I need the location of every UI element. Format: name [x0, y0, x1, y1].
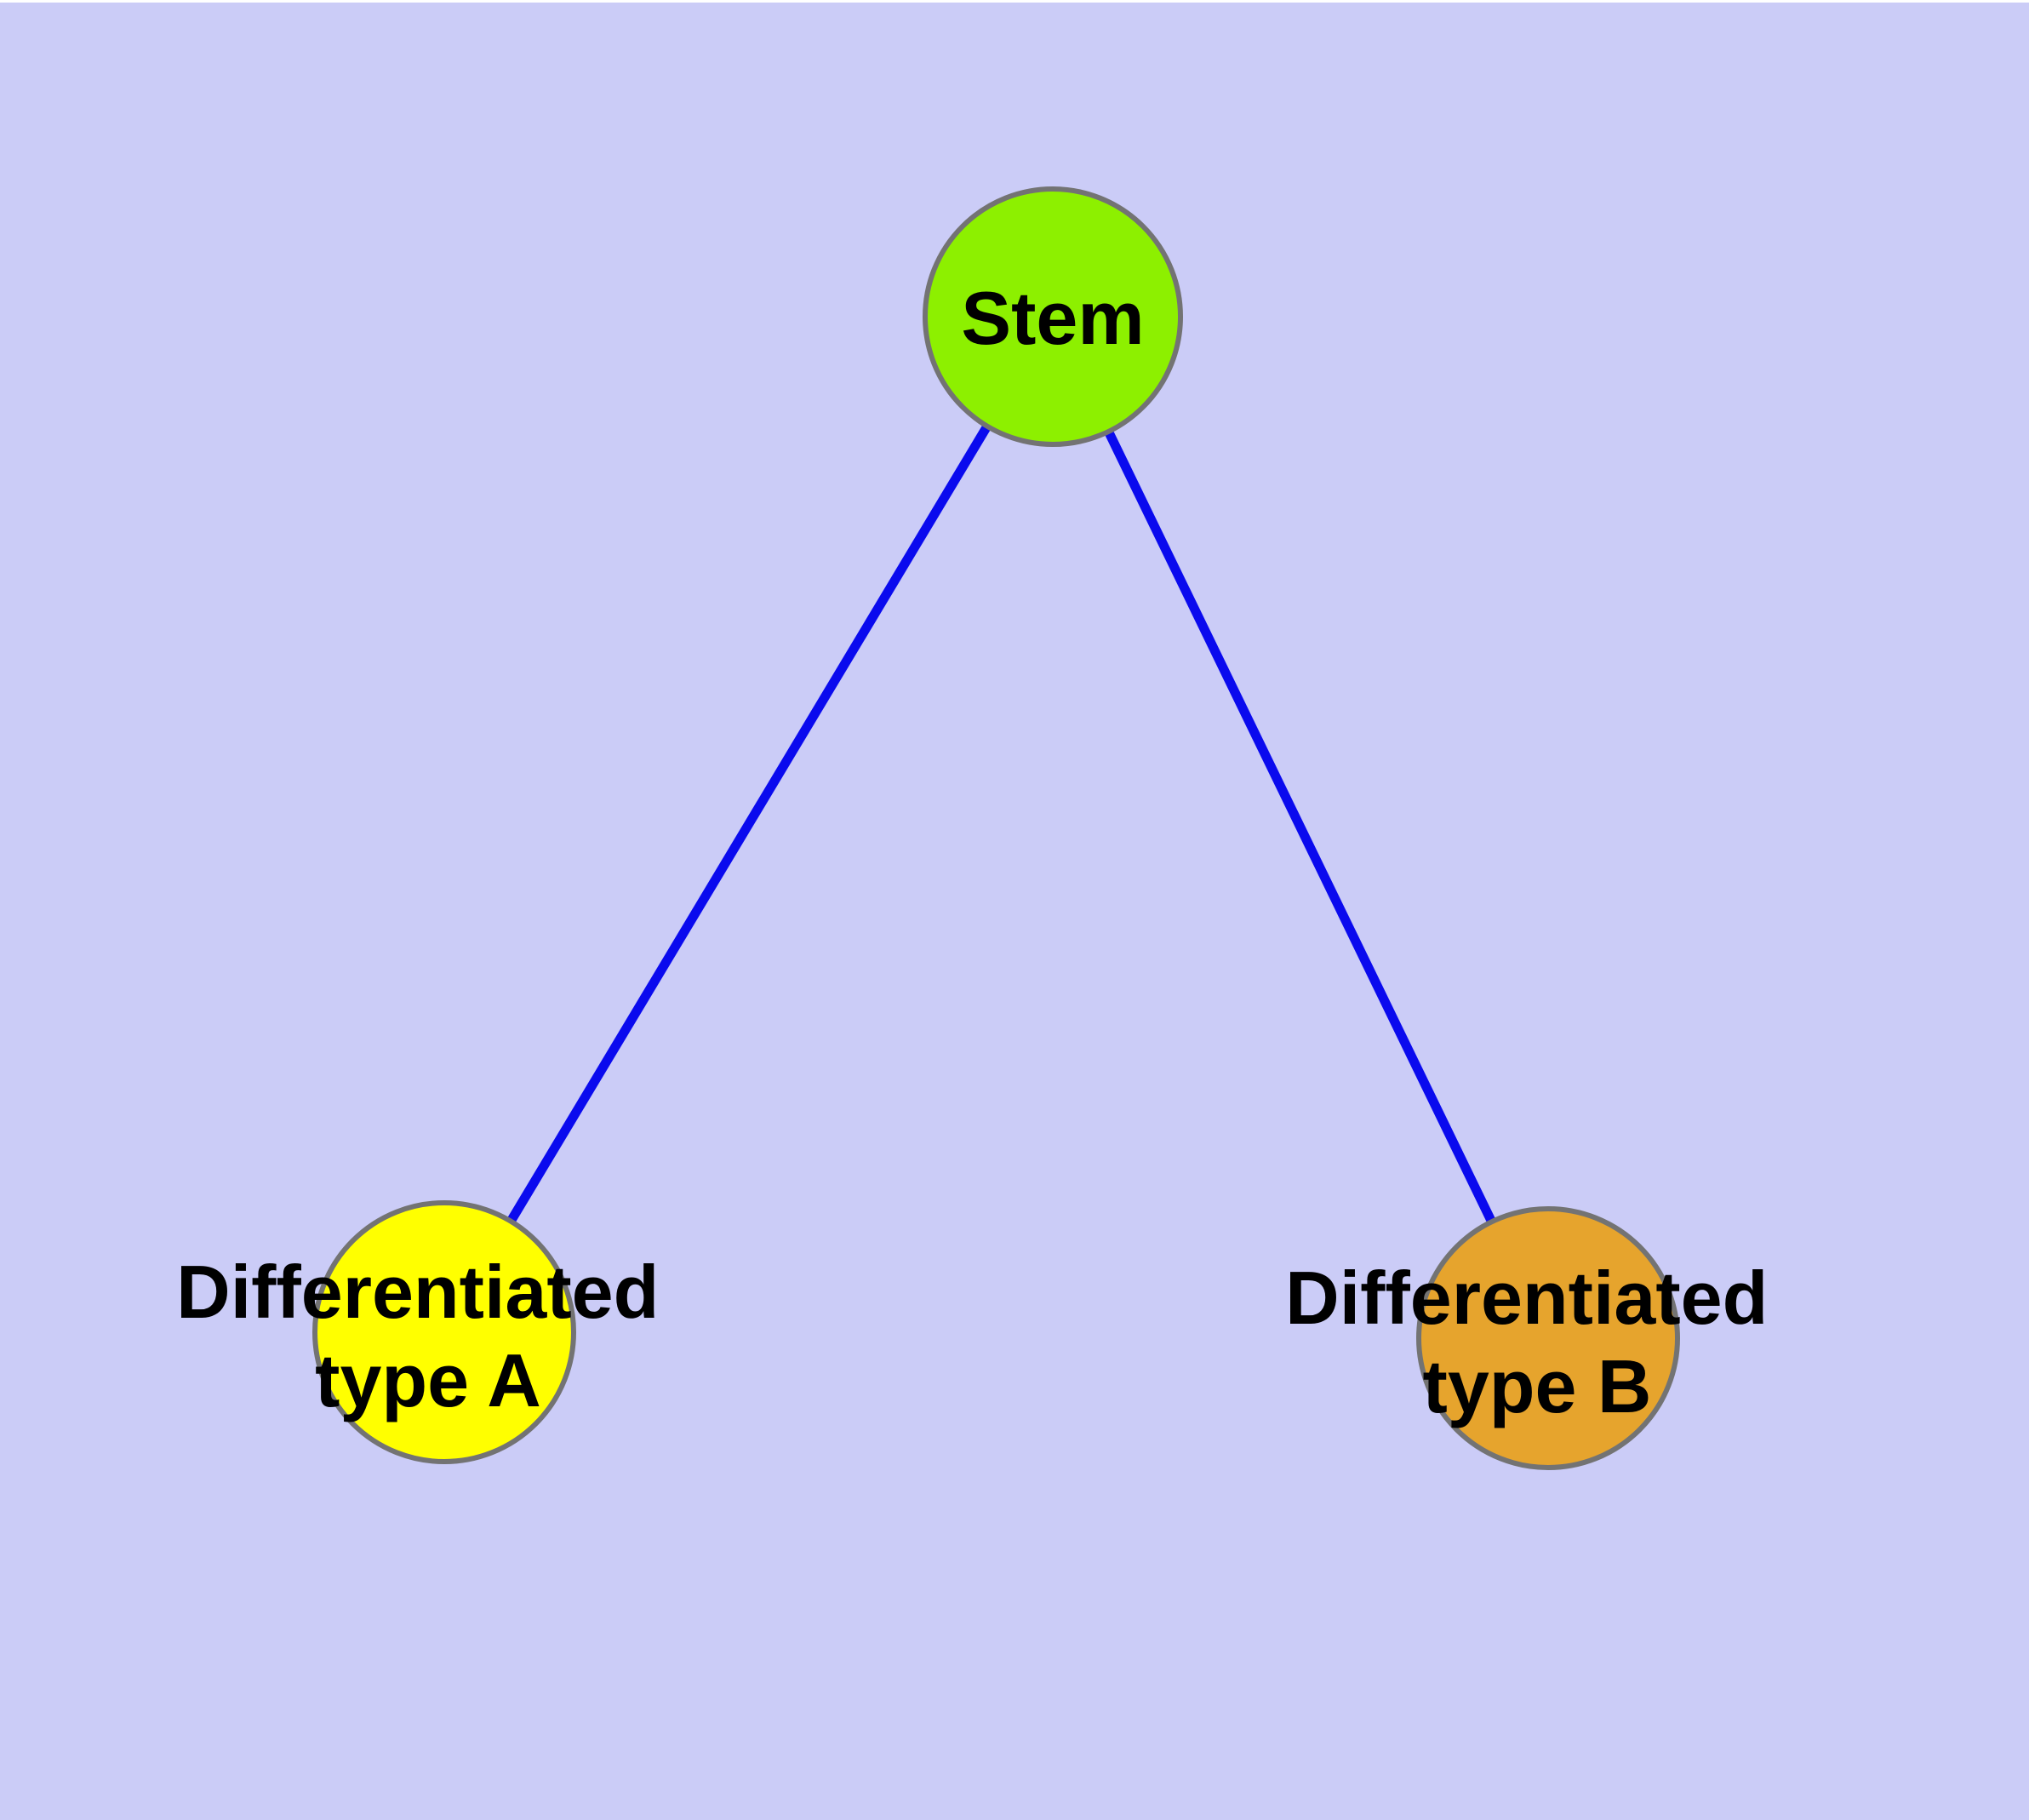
node-stem-label: Stem: [961, 276, 1144, 360]
node-differentiated-type-b-label-line2: type B: [1423, 1344, 1652, 1428]
node-differentiated-type-a-label-line1: Differentiated: [176, 1250, 659, 1334]
node-differentiated-type-a: [312, 1200, 576, 1464]
node-differentiated-type-a-label: Differentiated type A: [176, 1250, 680, 1422]
edge-stem-to-type-b: [1049, 314, 1552, 1341]
edge-stem-to-type-a: [440, 314, 1057, 1335]
node-differentiated-type-a-label-line2: type A: [315, 1338, 541, 1422]
node-differentiated-type-b-label: Differentiated type B: [1285, 1256, 1789, 1428]
top-strip: [0, 0, 2029, 3]
node-stem: [923, 186, 1183, 447]
node-differentiated-type-b: [1416, 1206, 1680, 1470]
node-differentiated-type-b-label-line1: Differentiated: [1285, 1256, 1768, 1340]
